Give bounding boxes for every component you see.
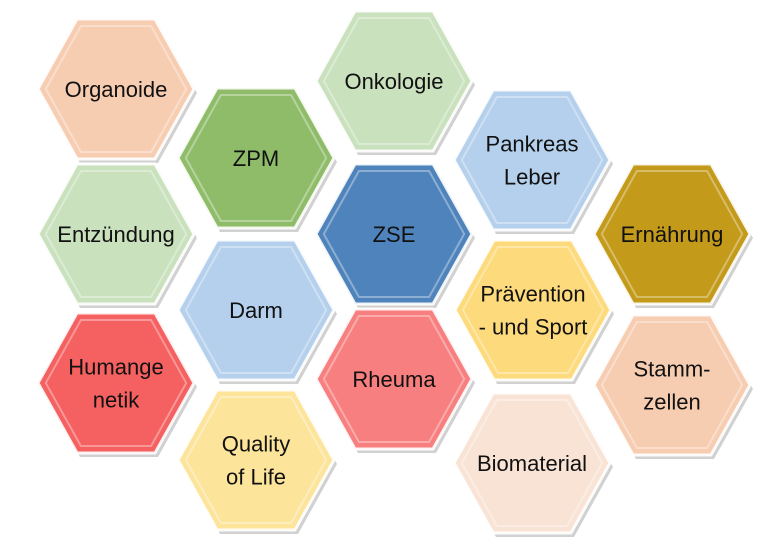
- hexagon-label: ZSE: [373, 222, 416, 247]
- hexagon-shape: [36, 162, 196, 306]
- hexagon-shape: [36, 17, 196, 161]
- hexagon-shape: [592, 162, 752, 306]
- hexagon-quality-of-life: Quality of Life: [176, 388, 337, 534]
- hexagon-entzuendung: Entzündung: [36, 162, 197, 308]
- hexagon-shape: [36, 311, 196, 455]
- hexagon-bevel: [322, 170, 466, 298]
- hexagon-label: Prävention: [480, 282, 585, 307]
- hexagon-label: Stamm-: [634, 357, 711, 382]
- hexagon-label: Humange: [68, 355, 163, 380]
- hexagon-label: Entzündung: [57, 222, 174, 247]
- hexagon-bevel: [322, 17, 466, 145]
- hexagon-stammzellen: Stamm-zellen: [592, 313, 753, 459]
- hexagon-bevel: [461, 246, 605, 374]
- hexagon-zpm: ZPM: [176, 86, 337, 232]
- hexagon-zse: ZSE: [314, 162, 475, 308]
- hexagon-shape: [314, 162, 474, 306]
- hexagon-bevel: [184, 396, 328, 524]
- hexagon-bevel: [44, 319, 188, 447]
- hexagon-rheuma: Rheuma: [314, 307, 475, 453]
- hexagon-shape: [176, 388, 336, 532]
- hexagon-bevel: [460, 96, 604, 224]
- hexagon-label: Darm: [229, 298, 283, 323]
- hexagon-label: Biomaterial: [477, 451, 587, 476]
- hexagon-ernaehrung: Ernährung: [592, 162, 753, 308]
- hexagon-shape: [453, 238, 613, 382]
- hexagon-bevel: [460, 399, 604, 527]
- hexagon-shape: [176, 238, 336, 382]
- hexagon-label: of Life: [226, 465, 286, 490]
- hexagon-darm: Darm: [176, 238, 337, 384]
- hexagon-bevel: [600, 170, 744, 298]
- hexagon-label: Pankreas: [486, 132, 579, 157]
- hexagon-bevel: [184, 94, 328, 222]
- hexagon-bevel: [184, 246, 328, 374]
- hexagon-label: Organoide: [65, 77, 168, 102]
- hexagon-label: ZPM: [233, 146, 279, 171]
- hexagon-bevel: [322, 315, 466, 443]
- hexagon-bevel: [44, 170, 188, 298]
- hexagon-label: Ernährung: [621, 222, 724, 247]
- hexagon-shape: [176, 86, 336, 230]
- hexagon-bevel: [600, 321, 744, 449]
- hexagon-label: netik: [93, 388, 140, 413]
- hexagon-organoide: Organoide: [36, 17, 197, 163]
- hexagon-shape: [452, 88, 612, 232]
- hexagon-shape: [592, 313, 752, 457]
- hexagon-shape: [452, 391, 612, 535]
- hexagon-label: Rheuma: [352, 367, 436, 392]
- hexagon-bevel: [44, 25, 188, 153]
- hexagon-biomaterial: Biomaterial: [452, 391, 613, 537]
- hexagon-onkologie: Onkologie: [314, 9, 475, 155]
- hexagon-label: Onkologie: [344, 69, 443, 94]
- hexagon-shape: [314, 9, 474, 153]
- hexagon-praevention-sport: Prävention - und Sport: [453, 238, 614, 384]
- hexagon-shape: [314, 307, 474, 451]
- hexagon-label: Leber: [504, 165, 560, 190]
- hexagon-label: zellen: [643, 390, 700, 415]
- hexagon-label: - und Sport: [479, 315, 588, 340]
- hexagon-label: Quality: [222, 432, 290, 457]
- hexagon-humangenetik: Humange netik: [36, 311, 197, 457]
